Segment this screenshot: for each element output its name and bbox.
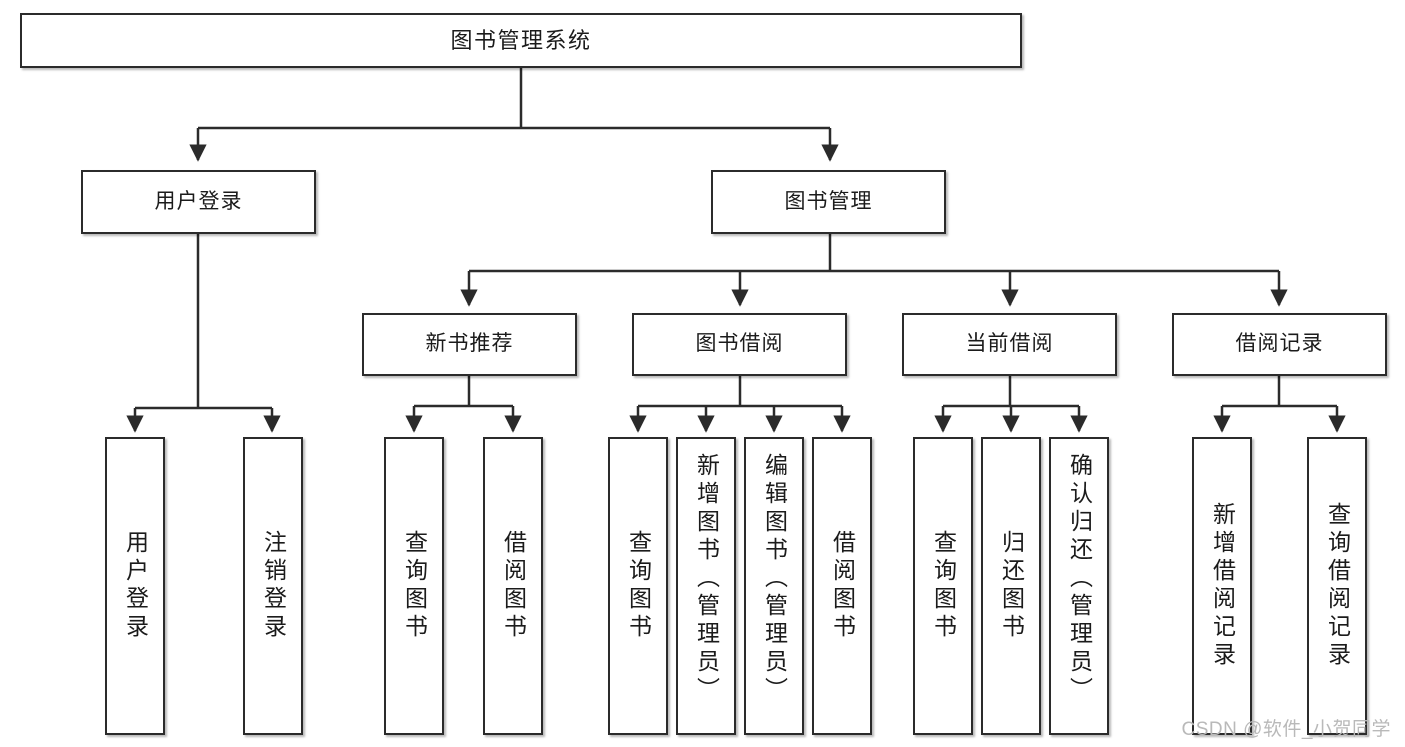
watermark: CSDN @软件_小贺同学: [1181, 719, 1391, 740]
node-leaf-borrow-book-2[interactable]: 借阅图书: [812, 437, 872, 735]
node-label: 归还图书: [998, 530, 1025, 642]
node-leaf-user-login[interactable]: 用户登录: [105, 437, 165, 735]
node-label: 编辑图书（管理员）: [761, 453, 788, 705]
node-book-borrow[interactable]: 图书借阅: [632, 313, 847, 376]
node-root-system[interactable]: 图书管理系统: [20, 13, 1022, 68]
node-label: 新书推荐: [425, 332, 514, 356]
node-label: 用户登录: [122, 530, 149, 642]
node-new-book-recommend[interactable]: 新书推荐: [362, 313, 577, 376]
node-label: 新增图书（管理员）: [693, 453, 720, 705]
node-label: 当前借阅: [965, 332, 1054, 356]
node-leaf-query-record[interactable]: 查询借阅记录: [1307, 437, 1367, 735]
node-borrow-record[interactable]: 借阅记录: [1172, 313, 1387, 376]
node-label: 查询图书: [625, 530, 652, 642]
node-book-manage[interactable]: 图书管理: [711, 170, 946, 234]
node-leaf-add-record[interactable]: 新增借阅记录: [1192, 437, 1252, 735]
node-leaf-query-book-2[interactable]: 查询图书: [608, 437, 668, 735]
node-current-borrow[interactable]: 当前借阅: [902, 313, 1117, 376]
node-label: 图书管理系统: [450, 27, 592, 53]
node-label: 确认归还（管理员）: [1066, 453, 1093, 705]
node-leaf-borrow-book-1[interactable]: 借阅图书: [483, 437, 543, 735]
node-label: 借阅图书: [500, 530, 527, 642]
node-label: 用户登录: [154, 189, 243, 213]
node-label: 查询借阅记录: [1324, 502, 1351, 670]
node-leaf-add-book[interactable]: 新增图书（管理员）: [676, 437, 736, 735]
node-label: 查询图书: [401, 530, 428, 642]
node-label: 图书管理: [784, 189, 873, 213]
node-label: 借阅记录: [1235, 332, 1324, 356]
node-leaf-logout-login[interactable]: 注销登录: [243, 437, 303, 735]
node-leaf-query-book-3[interactable]: 查询图书: [913, 437, 973, 735]
node-leaf-confirm-return[interactable]: 确认归还（管理员）: [1049, 437, 1109, 735]
node-label: 查询图书: [930, 530, 957, 642]
node-leaf-query-book-1[interactable]: 查询图书: [384, 437, 444, 735]
node-user-login[interactable]: 用户登录: [81, 170, 316, 234]
node-label: 新增借阅记录: [1209, 502, 1236, 670]
node-label: 借阅图书: [829, 530, 856, 642]
node-leaf-return-book[interactable]: 归还图书: [981, 437, 1041, 735]
node-label: 注销登录: [260, 530, 287, 642]
node-leaf-edit-book[interactable]: 编辑图书（管理员）: [744, 437, 804, 735]
node-label: 图书借阅: [695, 332, 784, 356]
